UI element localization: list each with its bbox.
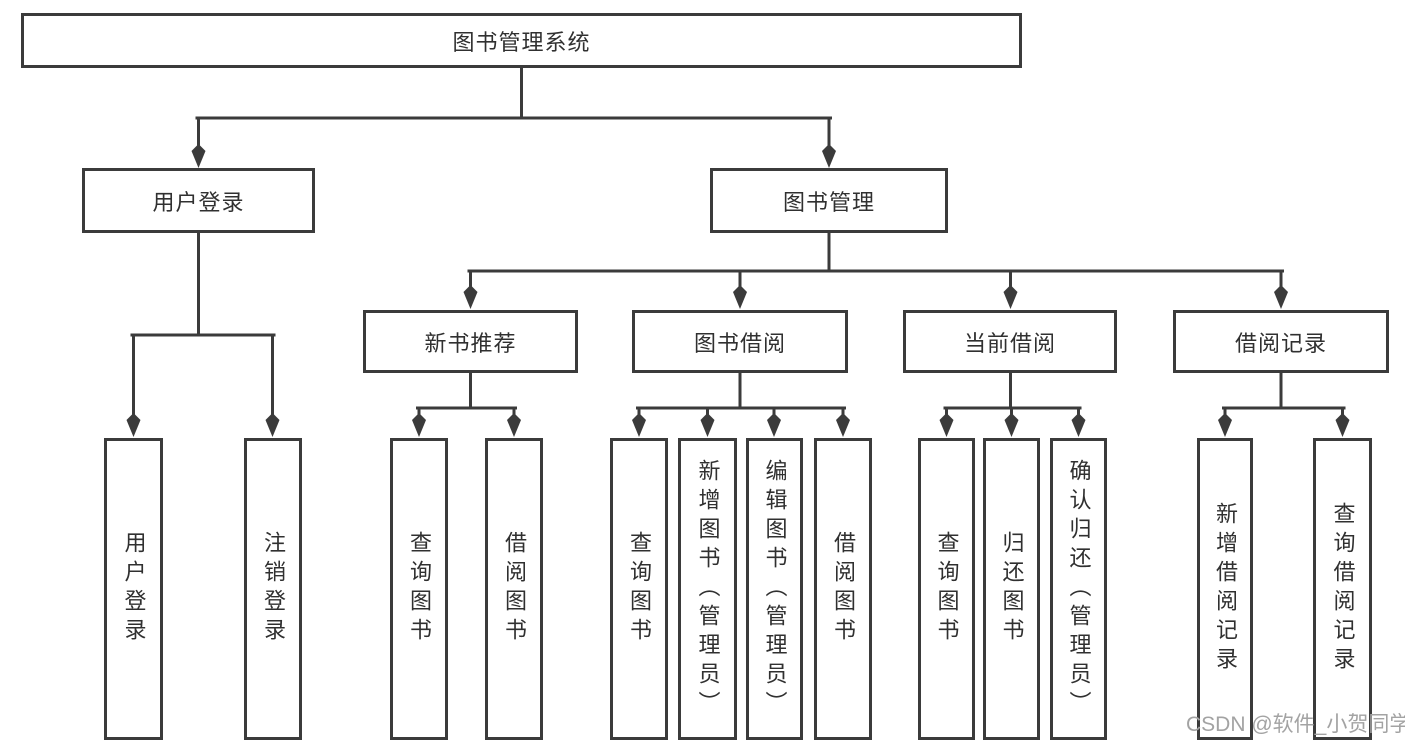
leaf-logout-login: 注销登录 <box>244 438 302 740</box>
watermark: CSDN @软件_小贺同学 <box>1186 713 1405 736</box>
leaf-user-login: 用户登录 <box>104 438 163 740</box>
leaf-edit-book-admin: 编辑图书（管理员） <box>746 438 803 740</box>
leaf-query-books-borrowing: 查询图书 <box>610 438 668 740</box>
node-library-system: 图书管理系统 <box>21 13 1022 68</box>
node-user-login: 用户登录 <box>82 168 315 233</box>
node-borrowing-records: 借阅记录 <box>1173 310 1389 373</box>
leaf-add-book-admin: 新增图书（管理员） <box>678 438 737 740</box>
node-new-book-recommend: 新书推荐 <box>363 310 578 373</box>
leaf-return-book: 归还图书 <box>983 438 1040 740</box>
leaf-confirm-return-admin: 确认归还（管理员） <box>1050 438 1107 740</box>
node-book-management: 图书管理 <box>710 168 948 233</box>
leaf-query-books-recommend: 查询图书 <box>390 438 448 740</box>
leaf-query-books-current: 查询图书 <box>918 438 975 740</box>
leaf-borrow-books-borrowing: 借阅图书 <box>814 438 872 740</box>
node-current-borrowing: 当前借阅 <box>903 310 1117 373</box>
leaf-query-borrow-record: 查询借阅记录 <box>1313 438 1372 740</box>
leaf-borrow-books-recommend: 借阅图书 <box>485 438 543 740</box>
node-book-borrowing: 图书借阅 <box>632 310 848 373</box>
leaf-add-borrow-record: 新增借阅记录 <box>1197 438 1253 740</box>
